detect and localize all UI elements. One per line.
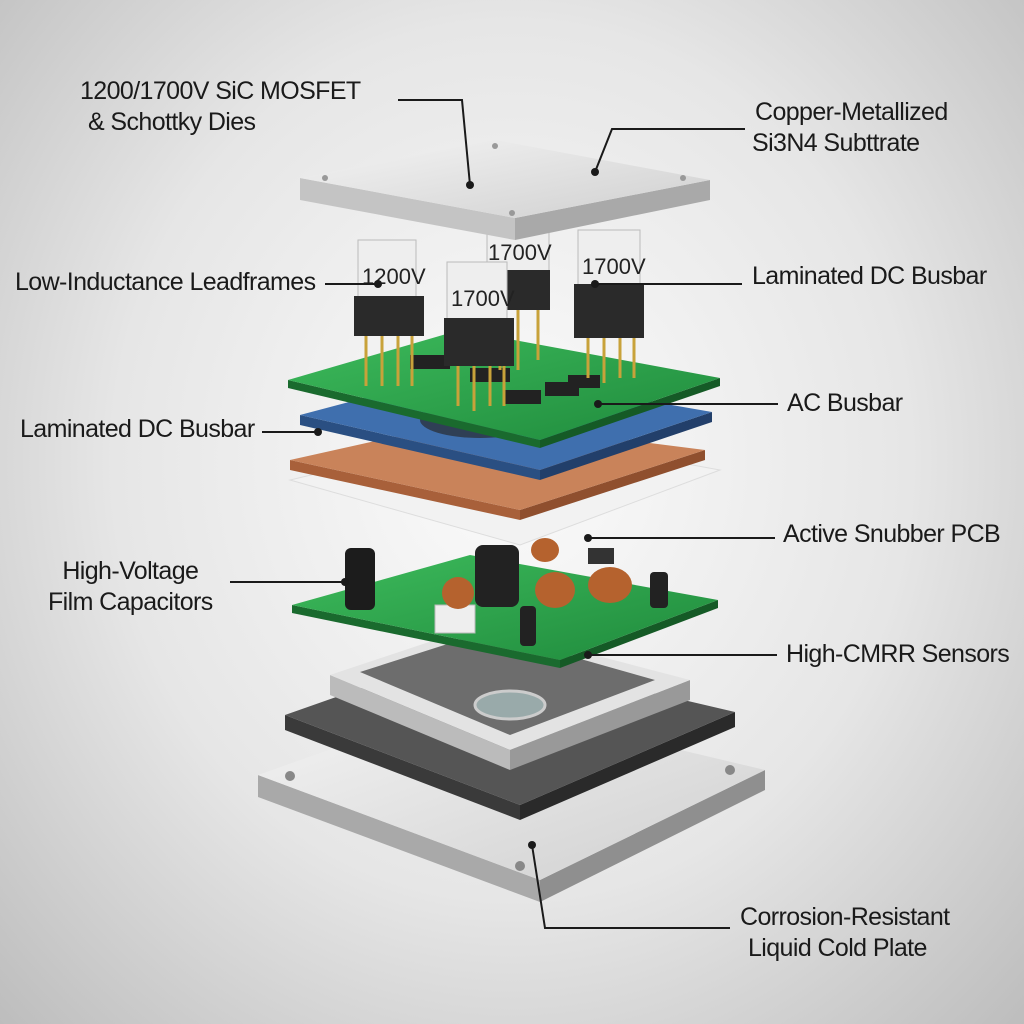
terminal-block [434, 604, 476, 634]
label-line: Liquid Cold Plate [748, 934, 927, 962]
label-line: Si3N4 Subttrate [752, 129, 920, 157]
label-line: Corrosion-Resistant [740, 903, 950, 931]
label-dc-busbar-left: Laminated DC Busbar [20, 415, 255, 443]
label-line: & Schottky Dies [88, 108, 256, 136]
die-stack-1200v: 1200V [354, 239, 426, 386]
die-voltage-label: 1700V [582, 254, 646, 279]
label-line: Copper-Metallized [755, 98, 948, 126]
label-dc-busbar-right: Laminated DC Busbar [752, 262, 987, 290]
leader-dots [314, 168, 602, 849]
leader-lines [230, 99, 778, 929]
film-capacitor [475, 545, 519, 607]
inductor [442, 577, 474, 609]
label-snubber-pcb: Active Snubber PCB [783, 520, 1001, 548]
label-line: High-Voltage [62, 557, 199, 585]
label-sensors: High-CMRR Sensors [786, 640, 1010, 668]
die-stack-1700v-right: 1700V [574, 229, 646, 383]
die-voltage-label: 1700V [451, 286, 515, 311]
label-line: 1200/1700V SiC MOSFET [80, 77, 361, 105]
label-substrate: Copper-Metallized Si3N4 Subttrate [752, 97, 948, 159]
label-ac-busbar: AC Busbar [787, 389, 903, 417]
substrate-plate [300, 140, 710, 240]
label-cold-plate: Corrosion-Resistant Liquid Cold Plate [740, 902, 950, 964]
film-capacitor [345, 548, 375, 610]
die-voltage-label: 1700V [488, 240, 552, 265]
die-stack-1700v-front: 1700V [444, 261, 515, 411]
label-line: Film Capacitors [48, 588, 213, 616]
heat-sink-block [330, 625, 690, 770]
label-sic-dies: 1200/1700V SiC MOSFET & Schottky Dies [80, 76, 361, 138]
label-leadframes: Low-Inductance Leadframes [15, 268, 316, 296]
label-film-capacitors: High-Voltage Film Capacitors [48, 556, 213, 618]
die-voltage-label: 1200V [362, 264, 426, 289]
snubber-pcb [292, 538, 718, 668]
